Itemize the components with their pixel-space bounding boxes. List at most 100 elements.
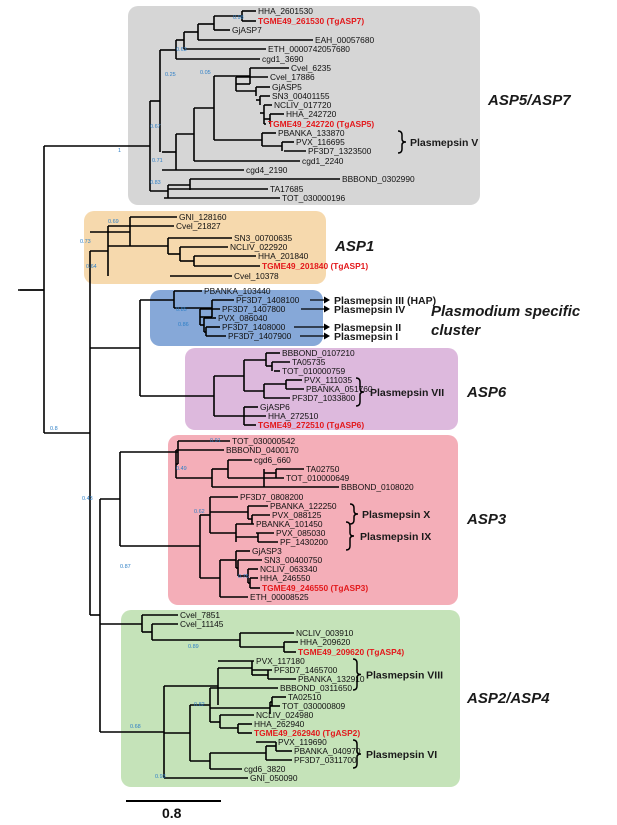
leaf-label: HHA_201840 xyxy=(258,251,309,261)
leaf-label: GjASP6 xyxy=(260,402,290,412)
leaf-label: PBANKA_132910 xyxy=(298,674,365,684)
support-value: 0.89 xyxy=(188,644,199,650)
arrow-head-icon xyxy=(324,305,330,313)
leaf-label: PBANKA_051760 xyxy=(306,384,373,394)
support-value: 0.05 xyxy=(200,70,211,76)
support-value: 0.87 xyxy=(120,564,131,570)
leaf-label: Cvel_11145 xyxy=(180,619,224,629)
leaf-label: TGME49_201840 (TgASP1) xyxy=(262,261,368,271)
leaf-label: TOT_030000809 xyxy=(282,701,346,711)
leaf-label: Cvel_10378 xyxy=(234,271,279,281)
leaf-label: TOT_030000542 xyxy=(232,436,296,446)
leaf-label: PF3D7_1033800 xyxy=(292,393,356,403)
leaf-label: TA17685 xyxy=(270,184,304,194)
clade-brace xyxy=(397,130,407,154)
plasmepsin-label: Plasmepsin VII xyxy=(370,387,444,399)
clade-box-asp6 xyxy=(185,348,458,430)
leaf-label: cgd6_3820 xyxy=(244,764,286,774)
clade-box-asp5 xyxy=(128,6,480,205)
support-value: 1 xyxy=(118,148,121,154)
support-value: 0.82 xyxy=(194,702,205,708)
leaf-label: cgd1_3690 xyxy=(262,54,304,64)
leaf-label: NCLIV_003910 xyxy=(296,628,354,638)
support-value: 0.62 xyxy=(194,509,205,515)
support-value: 0.68 xyxy=(130,724,141,730)
leaf-label: PBANKA_040970 xyxy=(294,746,361,756)
clade-box-asp24 xyxy=(121,610,460,787)
leaf-label: BBBOND_0400170 xyxy=(226,445,299,455)
scale-bar: 0.8 xyxy=(126,800,221,821)
leaf-label: BBBOND_0108020 xyxy=(341,482,414,492)
support-value: 0.93 xyxy=(155,774,166,780)
clade-title-asp3: ASP3 xyxy=(466,511,507,528)
tree-branches xyxy=(18,10,340,779)
leaf-label: HHA_262940 xyxy=(254,719,305,729)
leaf-label: TGME49_246550 (TgASP3) xyxy=(262,583,368,593)
leaf-label: HHA_209620 xyxy=(300,637,351,647)
leaf-label: TGME49_209620 (TgASP4) xyxy=(298,647,404,657)
plasmepsin-label: Plasmepsin I xyxy=(334,331,398,343)
clade-brace xyxy=(352,739,362,769)
support-value: 0.91 xyxy=(210,438,221,444)
leaf-label: EAH_00057680 xyxy=(315,35,374,45)
clade-brace xyxy=(355,377,365,407)
clade-box-plasmo xyxy=(150,290,323,346)
leaf-label: HHA_242720 xyxy=(286,109,337,119)
leaf-label: PF_1430200 xyxy=(280,537,328,547)
plasmepsin-label: Plasmepsin X xyxy=(362,509,430,521)
support-value: 0.75 xyxy=(238,574,249,580)
leaf-label: BBBOND_0107210 xyxy=(282,348,355,358)
arrow-head-icon xyxy=(324,332,330,340)
support-value: 0.25 xyxy=(165,72,176,78)
leaf-label: GjASP5 xyxy=(272,82,302,92)
leaf-label: PF3D7_1408000 xyxy=(222,322,286,332)
plasmepsin-label: Plasmepsin V xyxy=(410,137,478,149)
leaf-label: TGME49_261530 (TgASP7) xyxy=(258,16,364,26)
leaf-label: cgd4_2190 xyxy=(246,165,288,175)
leaf-label: HHA_2601530 xyxy=(258,6,313,16)
leaf-label: PF3D7_1408100 xyxy=(236,295,300,305)
leaf-label: TGME49_272510 (TgASP6) xyxy=(258,420,364,430)
support-value: 0.67 xyxy=(150,124,161,130)
support-value: 0.71 xyxy=(152,158,163,164)
leaf-label: PBANKA_103440 xyxy=(204,286,271,296)
leaf-label: TOT_010000649 xyxy=(286,473,350,483)
clade-brace xyxy=(349,503,359,525)
leaf-label: HHA_272510 xyxy=(268,411,319,421)
support-value: 0.43 xyxy=(82,496,93,502)
plasmepsin-label: Plasmepsin III (HAP) xyxy=(334,295,436,307)
leaf-label: GjASP7 xyxy=(232,25,262,35)
leaf-label: PVX_088125 xyxy=(272,510,322,520)
leaf-label: SN3_00401155 xyxy=(272,91,330,101)
scale-bar-label: 0.8 xyxy=(162,805,182,821)
support-value: 0.49 xyxy=(176,466,187,472)
support-value: 0.64 xyxy=(86,264,97,270)
leaf-label: NCLIV_022920 xyxy=(230,242,288,252)
leaf-label: TOT_030000196 xyxy=(282,193,346,203)
leaf-label: TOT_010000759 xyxy=(282,366,346,376)
leaf-label: PVX_111035 xyxy=(304,375,352,385)
plasmepsin-label: Plasmepsin VIII xyxy=(366,670,443,682)
plasmepsin-label: Plasmepsin VI xyxy=(366,749,437,761)
support-value: 0.98 xyxy=(233,15,244,21)
leaf-label: Cvel_17886 xyxy=(270,72,315,82)
leaf-label: PVX_117180 xyxy=(256,656,305,666)
support-value: 0.83 xyxy=(150,180,161,186)
leaf-label: NCLIV_017720 xyxy=(274,100,332,110)
leaf-label: TGME49_262940 (TgASP2) xyxy=(254,728,360,738)
leaf-label: PVX_116695 xyxy=(296,137,345,147)
leaf-label: GjASP3 xyxy=(252,546,282,556)
arrow-head-icon xyxy=(324,296,330,304)
leaf-label: GNI_128160 xyxy=(179,212,227,222)
leaf-label: PBANKA_101450 xyxy=(256,519,323,529)
clade-title-asp24: ASP2/ASP4 xyxy=(466,690,550,707)
plasmepsin-label: Plasmepsin IV xyxy=(334,304,405,316)
support-value: 0.63 xyxy=(176,47,187,53)
leaf-label: Cvel_21827 xyxy=(176,221,221,231)
leaf-label: SN3_00400750 xyxy=(264,555,323,565)
leaf-label: PF3D7_1323500 xyxy=(308,146,372,156)
